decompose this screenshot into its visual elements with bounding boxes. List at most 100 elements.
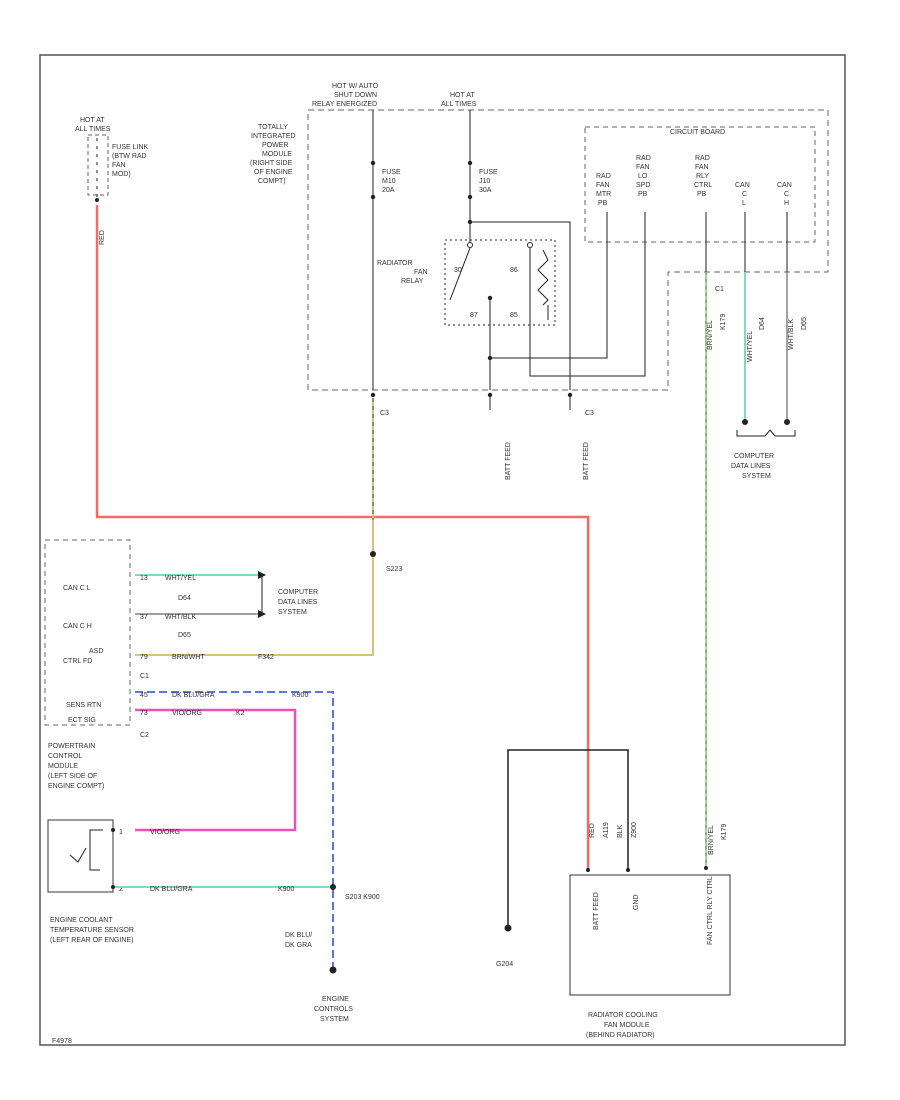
fan-right-wire-color: BRN/YEL <box>708 825 715 855</box>
hot-mid-label-1: HOT AT <box>450 92 475 99</box>
circuit-board-title: CIRCUIT BOARD <box>670 129 725 136</box>
splice-s203-label: S203 K900 <box>345 894 380 901</box>
tipm-label-1: TOTALLY <box>258 124 288 131</box>
signal-lo-spd-1: RAD <box>636 155 651 162</box>
fan-title-3: (BEHIND RADIATOR) <box>586 1032 655 1039</box>
right-w2-color: WHT/YEL <box>747 331 754 362</box>
tan-asd-wire <box>135 398 374 656</box>
signal-rly-ctrl-2: FAN <box>695 164 709 171</box>
signal-rly-ctrl-3: RLY <box>696 173 709 180</box>
right-w1-code: K179 <box>720 314 727 330</box>
relay-to-lo-spd <box>529 225 646 377</box>
fuse-m10-bottom-node <box>370 194 376 200</box>
right-w2-code: D64 <box>759 317 766 330</box>
right-data-lines-2: DATA LINES <box>731 463 771 470</box>
ect-pin2: 2 <box>119 886 123 893</box>
signal-rly-ctrl-4: CTRL <box>694 182 712 189</box>
fan-batt-pin <box>586 868 590 872</box>
fuse-j10-bottom-node <box>467 194 473 200</box>
relay-label-3: RELAY <box>401 278 424 285</box>
ect-thermistor-symbol <box>69 829 103 871</box>
pcm-pin-asd-1: ASD <box>89 648 103 655</box>
signal-rad-fan-mtr-4: PB <box>598 200 608 207</box>
ect-pin2-node <box>111 885 115 889</box>
pcm-title-1: POWERTRAIN <box>48 743 95 750</box>
fan-ctrl-pin <box>704 866 708 870</box>
ect-wire2-code: K900 <box>278 886 294 893</box>
signal-lo-spd-4: SPD <box>636 182 650 189</box>
pcm-w3-pin: 79 <box>140 654 148 661</box>
diagram-frame <box>39 54 846 1046</box>
ect-title-1: ENGINE COOLANT <box>50 917 113 924</box>
relay-pin30-node <box>467 242 473 248</box>
c3-a-pin <box>370 392 376 398</box>
fan-wire-red: RED <box>589 823 596 838</box>
fuse-j10-top-node <box>467 160 473 166</box>
relay-pin-86: 86 <box>510 267 518 274</box>
hot-label-left-1: HOT AT <box>80 117 105 124</box>
relay-pin-30: 30 <box>454 267 462 274</box>
relay-to-rad-fan-mtr <box>490 225 608 359</box>
right-w1-color: BRN/YEL <box>707 320 714 350</box>
relay-label-2: FAN <box>414 269 428 276</box>
pcm-pin-can-c-l: CAN C L <box>63 585 91 592</box>
fan-gnd-pin <box>626 868 630 872</box>
signal-rad-fan-mtr-2: FAN <box>596 182 610 189</box>
pcm-pin-sens-rtn: SENS RTN <box>66 702 101 709</box>
fan-wire-blk-b: BLK <box>617 824 624 838</box>
fan-pin-gnd: GND <box>633 894 640 910</box>
can-l-right-node <box>742 419 748 425</box>
signal-lo-spd-3: LO <box>638 173 648 180</box>
ecs-title-2: CONTROLS <box>314 1006 353 1013</box>
relay-label-1: RADIATOR <box>377 260 413 267</box>
tipm-label-2: INTEGRATED <box>251 133 296 140</box>
fan-pin-batt: BATT FEED <box>593 892 600 930</box>
pcm-w5-color: VIO/ORG <box>172 710 202 717</box>
relay-87-node <box>487 295 493 301</box>
pcm-conn-c2: C2 <box>140 732 149 739</box>
fan-wire-blk-a: A119 <box>603 822 610 838</box>
ect-signal-wire <box>135 708 297 832</box>
fan-right-wire-code: K179 <box>721 824 728 840</box>
pcm-w4-pin: 45 <box>140 692 148 699</box>
pcm-title-4: (LEFT SIDE OF <box>48 773 97 780</box>
pcm-w4-color: DK BLU/GRA <box>172 692 215 699</box>
relay-coil <box>537 249 549 306</box>
hot-asd-label-2: SHUT DOWN <box>334 92 377 99</box>
right-data-lines-1: COMPUTER <box>734 453 774 460</box>
ecs-terminal <box>329 966 337 974</box>
hot-label-left-2: ALL TIMES <box>75 126 111 133</box>
signal-rad-fan-mtr-1: RAD <box>596 173 611 180</box>
tipm-label-5: (RIGHT SIDE <box>250 160 293 167</box>
pcm-w1-color: WHT/YEL <box>165 575 196 582</box>
hot-asd-label-1: HOT W/ AUTO <box>332 83 379 90</box>
batt-feed-b-label: BATT FEED <box>583 442 590 480</box>
tipm-label-3: POWER <box>262 142 288 149</box>
fan-title-1: RADIATOR COOLING <box>588 1012 658 1019</box>
signal-lo-spd-2: FAN <box>636 164 650 171</box>
fuse-link-label-4: MOD) <box>112 171 131 178</box>
pcm-title-5: ENGINE COMPT) <box>48 783 104 790</box>
hot-mid-label-2: ALL TIMES <box>441 101 477 108</box>
tipm-outline <box>307 109 829 391</box>
ect-pin1: 1 <box>119 829 123 836</box>
signal-rly-ctrl-5: PB <box>697 191 707 198</box>
fan-title-2: FAN MODULE <box>604 1022 650 1029</box>
fuse-m10-label-1: FUSE <box>382 169 401 176</box>
fuse-link-label-3: FAN <box>112 162 126 169</box>
pcm-w1-code: D64 <box>178 595 191 602</box>
fuse-j10-label-1: FUSE <box>479 169 498 176</box>
ect-sensor-box <box>47 819 114 893</box>
can-h-right-node <box>784 419 790 425</box>
pcm-pin-can-c-h: CAN C H <box>63 623 92 630</box>
right-w3-code: D65 <box>801 317 808 330</box>
pcm-w2-color: WHT/BLK <box>165 614 196 621</box>
fuse-link-box <box>87 134 109 196</box>
signal-can-l-2: C <box>742 191 747 198</box>
ecs-wire-2: DK GRA <box>285 942 312 949</box>
ecs-title-3: SYSTEM <box>320 1016 349 1023</box>
ecs-wire-1: DK BLU/ <box>285 932 312 939</box>
right-w3-color: WHT/BLK <box>788 319 795 350</box>
pcm-w3-code: F342 <box>258 654 274 661</box>
c3-a-label: C3 <box>380 410 389 417</box>
